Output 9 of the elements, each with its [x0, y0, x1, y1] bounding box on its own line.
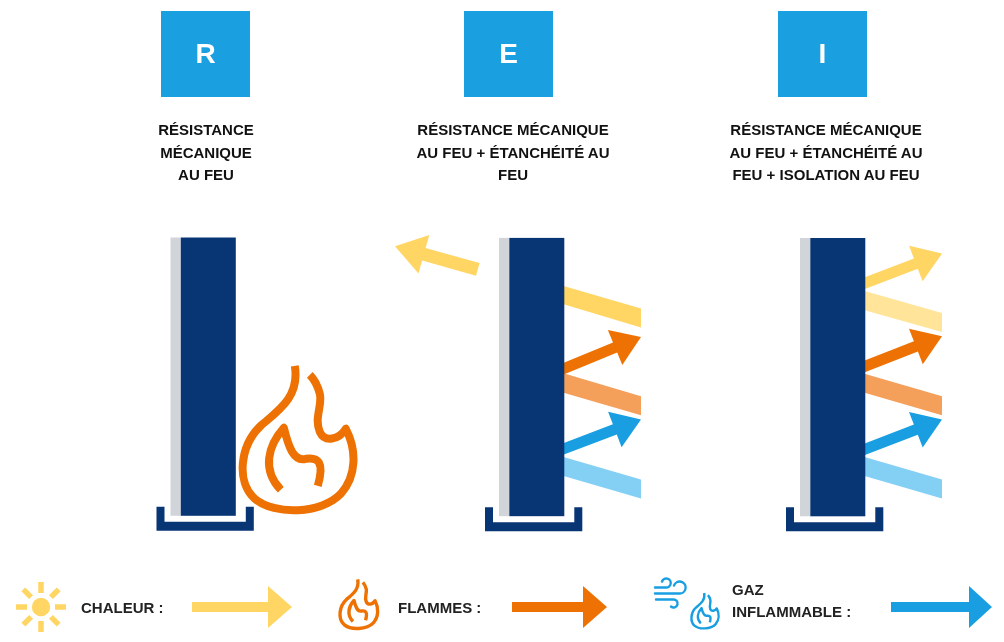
legend-label: FLAMMES :: [398, 598, 482, 618]
legend-label: GAZ INFLAMMABLE :: [732, 580, 853, 622]
description-text: RÉSISTANCE MÉCANIQUE AU FEU: [157, 120, 255, 185]
description-text: RÉSISTANCE MÉCANIQUE AU FEU + ÉTANCHÉITÉ AU FEU: [415, 120, 611, 185]
letter-tile: I: [778, 11, 867, 97]
letter-tile: E: [464, 11, 553, 97]
legend-label: CHALEUR :: [81, 598, 164, 618]
description-text: RÉSISTANCE MÉCANIQUE AU FEU + ÉTANCHÉITÉ AU FEU + ISOLATION AU FEU: [728, 120, 924, 185]
letter-tile: R: [161, 11, 250, 97]
